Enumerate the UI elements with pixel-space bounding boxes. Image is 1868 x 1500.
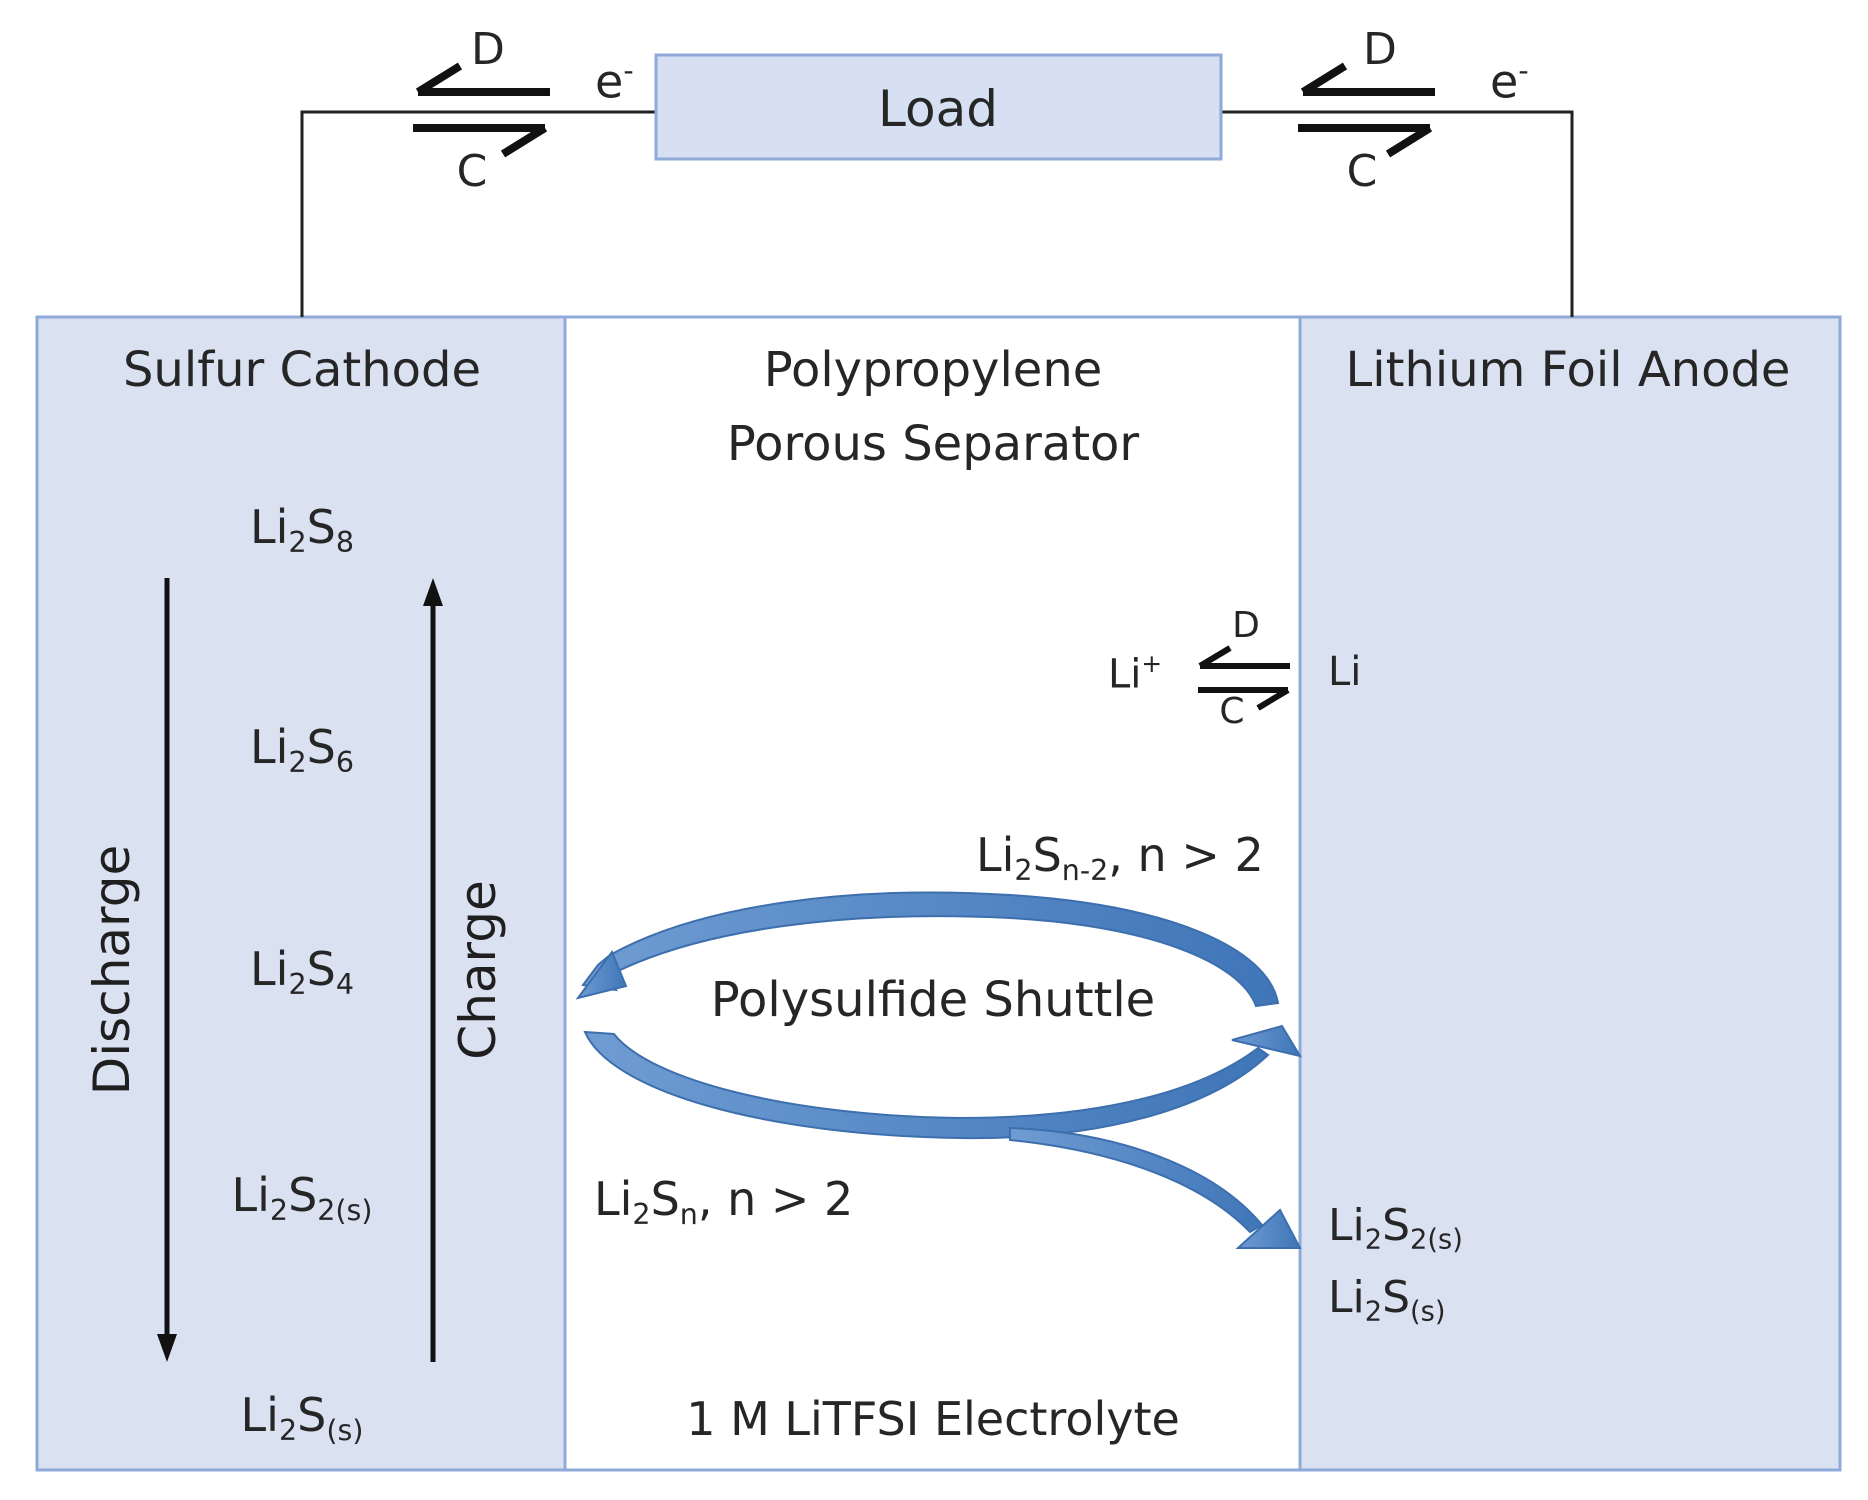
right-circuit-harpoon-icon [1298,62,1435,158]
right-discharge-letter: D [1363,24,1397,75]
anode-reaction-forward: D [1232,605,1260,646]
upper-shuttle-species: Li2Sn-2, n > 2 [976,828,1264,888]
left-electron-label: e- [595,54,634,104]
discharge-label: Discharge [83,844,141,1096]
separator-title-line2: Porous Separator [726,416,1140,472]
cathode-species-li2s4: Li2S4 [250,942,354,1002]
left-charge-letter: C [456,146,488,197]
right-electron-label: e- [1490,54,1529,104]
electrolyte-label: 1 M LiTFSI Electrolyte [686,1392,1180,1446]
right-charge-letter: C [1346,146,1378,197]
right-electron-charge: - [1518,54,1529,87]
left-electron-charge: - [623,54,634,87]
shuttle-label: Polysulfide Shuttle [710,972,1156,1028]
cathode-title: Sulfur Cathode [122,342,482,398]
anode-reaction-left: Li+ [1108,649,1163,698]
right-electron-symbol: e [1490,54,1519,109]
separator-title-line1: Polypropylene [763,342,1103,398]
left-discharge-letter: D [471,24,505,75]
load-label: Load [878,80,998,138]
discharge-arrow-icon [157,578,177,1362]
shuttle-loop-icon [575,891,1303,1249]
anode-title: Lithium Foil Anode [1345,342,1791,398]
external-wire [300,110,656,317]
anode-reaction-harpoon-icon [1198,645,1290,711]
cathode-species-li2s6: Li2S6 [250,720,354,780]
cathode-region [35,315,567,1472]
external-wire-right [1221,110,1574,317]
anode-product-li2s: Li2S(s) [1328,1272,1446,1328]
left-electron-symbol: e [595,54,624,109]
charge-arrow-icon [423,578,443,1362]
anode-reaction-right: Li [1328,649,1362,695]
anode-product-li2s2: Li2S2(s) [1328,1200,1463,1256]
left-circuit-harpoon-icon [413,62,550,158]
load-box [654,53,1223,161]
anode-reaction-reverse: C [1219,691,1245,732]
cathode-species-li2s: Li2S(s) [240,1388,364,1448]
charge-label: Charge [449,880,507,1060]
cathode-species-li2s8: Li2S8 [250,500,354,560]
lower-shuttle-species: Li2Sn, n > 2 [594,1172,854,1232]
cathode-species-li2s2: Li2S2(s) [231,1168,373,1228]
anode-region [1298,315,1842,1472]
